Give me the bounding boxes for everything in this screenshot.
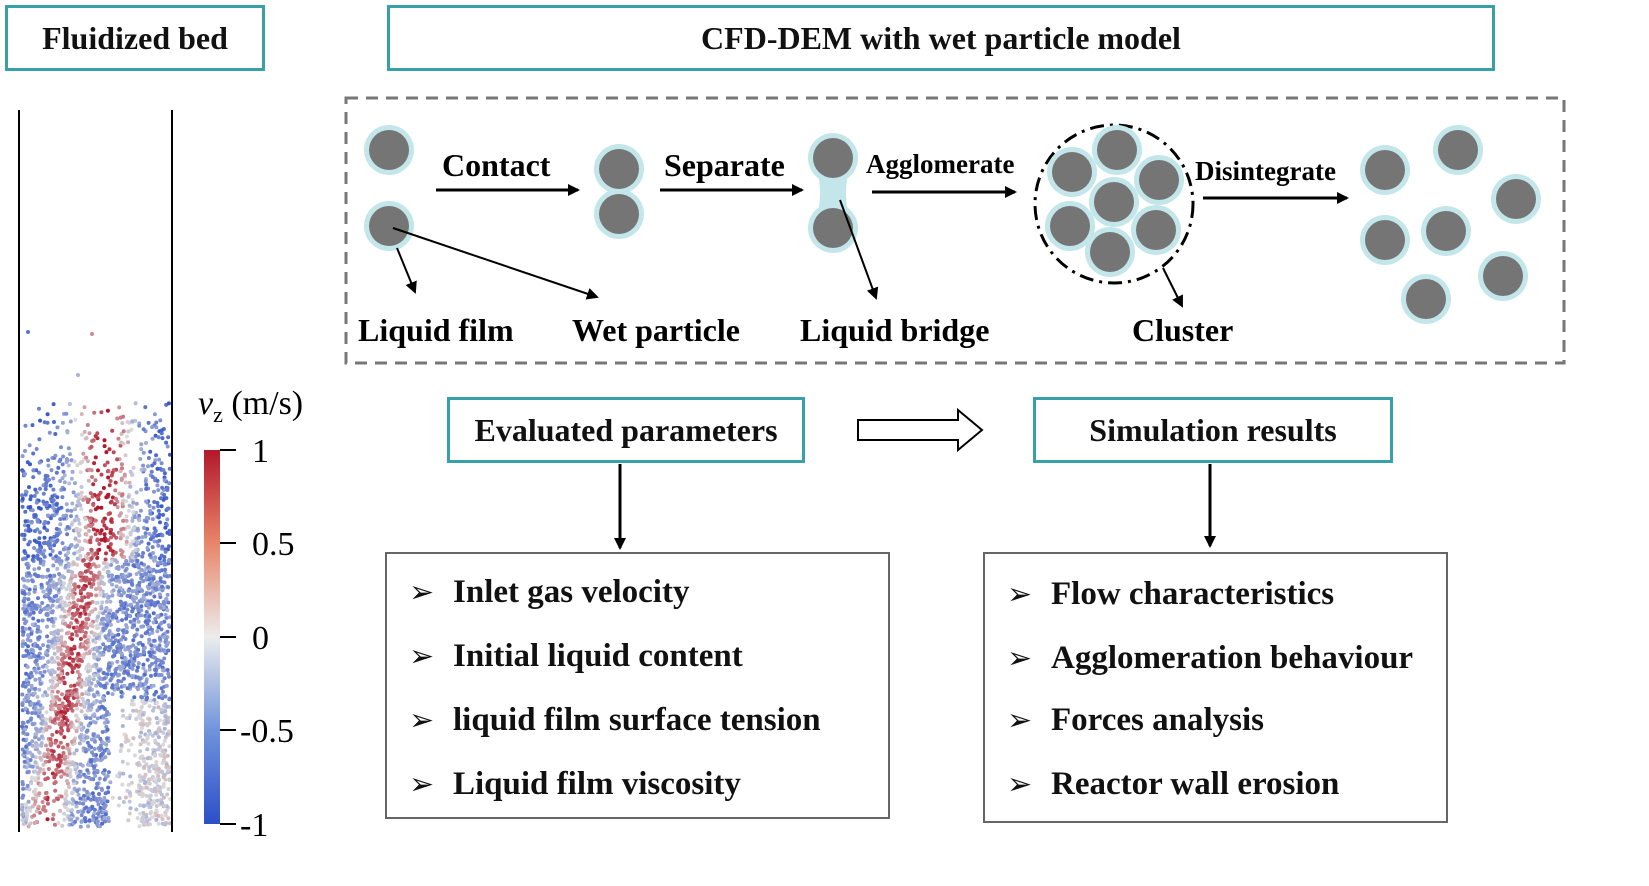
cfd-dem-title-text: CFD-DEM with wet particle model bbox=[701, 19, 1181, 56]
colorbar: vz (m/s) 1 0.5 0 -0.5 -1 bbox=[198, 385, 303, 844]
mechanism-box bbox=[344, 96, 1566, 365]
fluidized-bed-image bbox=[18, 110, 173, 832]
simulation-results-list: ➢ Flow characteristics ➢ Agglomeration beh… bbox=[983, 552, 1448, 823]
bullet-arrow-icon: ➢ bbox=[1007, 704, 1033, 737]
list-item-label: Initial liquid content bbox=[453, 638, 743, 674]
particle bbox=[599, 149, 639, 189]
list-item: ➢ Agglomeration behaviour bbox=[1007, 640, 1413, 677]
colorbar-tick-label: 0.5 bbox=[252, 526, 295, 563]
evaluated-parameters-title: Evaluated parameters bbox=[447, 397, 805, 463]
label-cluster: Cluster bbox=[1132, 312, 1233, 348]
flow-arrow-icon bbox=[857, 407, 984, 453]
list-item: ➢ Inlet gas velocity bbox=[409, 574, 689, 611]
colorbar-tick-label: 1 bbox=[252, 433, 269, 470]
fluidized-bed-title-text: Fluidized bed bbox=[42, 19, 228, 56]
list-item-label: Reactor wall erosion bbox=[1051, 766, 1340, 802]
colorbar-label: vz (m/s) bbox=[198, 385, 303, 427]
list-item-label: liquid film surface tension bbox=[453, 702, 821, 738]
step-label-separate: Separate bbox=[664, 147, 785, 183]
bullet-arrow-icon: ➢ bbox=[409, 768, 435, 801]
evaluated-parameters-list: ➢ Inlet gas velocity ➢ Initial liquid cont… bbox=[385, 552, 890, 819]
cluster-pointer bbox=[1162, 267, 1183, 308]
wet-particle-pointer bbox=[392, 227, 599, 300]
list-item: ➢ liquid film surface tension bbox=[409, 702, 821, 739]
bullet-arrow-icon: ➢ bbox=[409, 640, 435, 673]
cluster-boundary bbox=[1033, 123, 1195, 285]
bullet-arrow-icon: ➢ bbox=[1007, 768, 1033, 801]
colorbar-gradient bbox=[204, 450, 220, 824]
list-item: ➢ Reactor wall erosion bbox=[1007, 766, 1339, 803]
particle bbox=[369, 130, 409, 170]
label-wet-particle: Wet particle bbox=[572, 312, 740, 348]
list-item-label: Liquid film viscosity bbox=[453, 766, 741, 802]
list-item: ➢ Flow characteristics bbox=[1007, 576, 1334, 613]
bullet-arrow-icon: ➢ bbox=[409, 576, 435, 609]
particle bbox=[813, 208, 853, 248]
particle bbox=[599, 194, 639, 234]
bullet-arrow-icon: ➢ bbox=[1007, 642, 1033, 675]
list-item-label: Forces analysis bbox=[1051, 702, 1264, 738]
colorbar-tick-label: -1 bbox=[240, 807, 268, 844]
liquid-bridge-pair bbox=[808, 133, 858, 253]
wet-particle-pair-contact bbox=[594, 144, 644, 239]
list-item: ➢ Liquid film viscosity bbox=[409, 766, 741, 803]
colorbar-tick-label: 0 bbox=[252, 620, 269, 657]
bullet-arrow-icon: ➢ bbox=[409, 704, 435, 737]
list-item-label: Agglomeration behaviour bbox=[1051, 640, 1414, 676]
wet-particle-pair-initial bbox=[364, 125, 414, 251]
label-liquid-bridge: Liquid bridge bbox=[800, 312, 989, 348]
simulation-results-title-text: Simulation results bbox=[1089, 411, 1337, 448]
list-item-label: Inlet gas velocity bbox=[453, 574, 690, 610]
evaluated-parameters-title-text: Evaluated parameters bbox=[474, 411, 778, 448]
liquid-film-pointer bbox=[396, 247, 417, 294]
colorbar-tick-label: -0.5 bbox=[240, 713, 294, 750]
list-item: ➢ Forces analysis bbox=[1007, 702, 1264, 739]
list-item: ➢ Initial liquid content bbox=[409, 638, 743, 675]
cfd-dem-title: CFD-DEM with wet particle model bbox=[387, 5, 1495, 71]
list-item-label: Flow characteristics bbox=[1051, 576, 1335, 612]
particle bbox=[813, 138, 853, 178]
disintegrated-particles bbox=[1360, 125, 1541, 324]
bed-particles bbox=[20, 330, 172, 829]
fluidized-bed-title: Fluidized bed bbox=[5, 5, 265, 71]
particle-cluster bbox=[1033, 123, 1195, 285]
liquid-bridge-pointer bbox=[839, 199, 879, 300]
step-label-disintegrate: Disintegrate bbox=[1195, 156, 1336, 186]
simulation-results-title: Simulation results bbox=[1033, 397, 1393, 463]
bullet-arrow-icon: ➢ bbox=[1007, 578, 1033, 611]
step-label-agglomerate: Agglomerate bbox=[866, 149, 1014, 179]
step-label-contact: Contact bbox=[442, 147, 551, 183]
particle bbox=[369, 206, 409, 246]
label-liquid-film: Liquid film bbox=[358, 312, 514, 348]
